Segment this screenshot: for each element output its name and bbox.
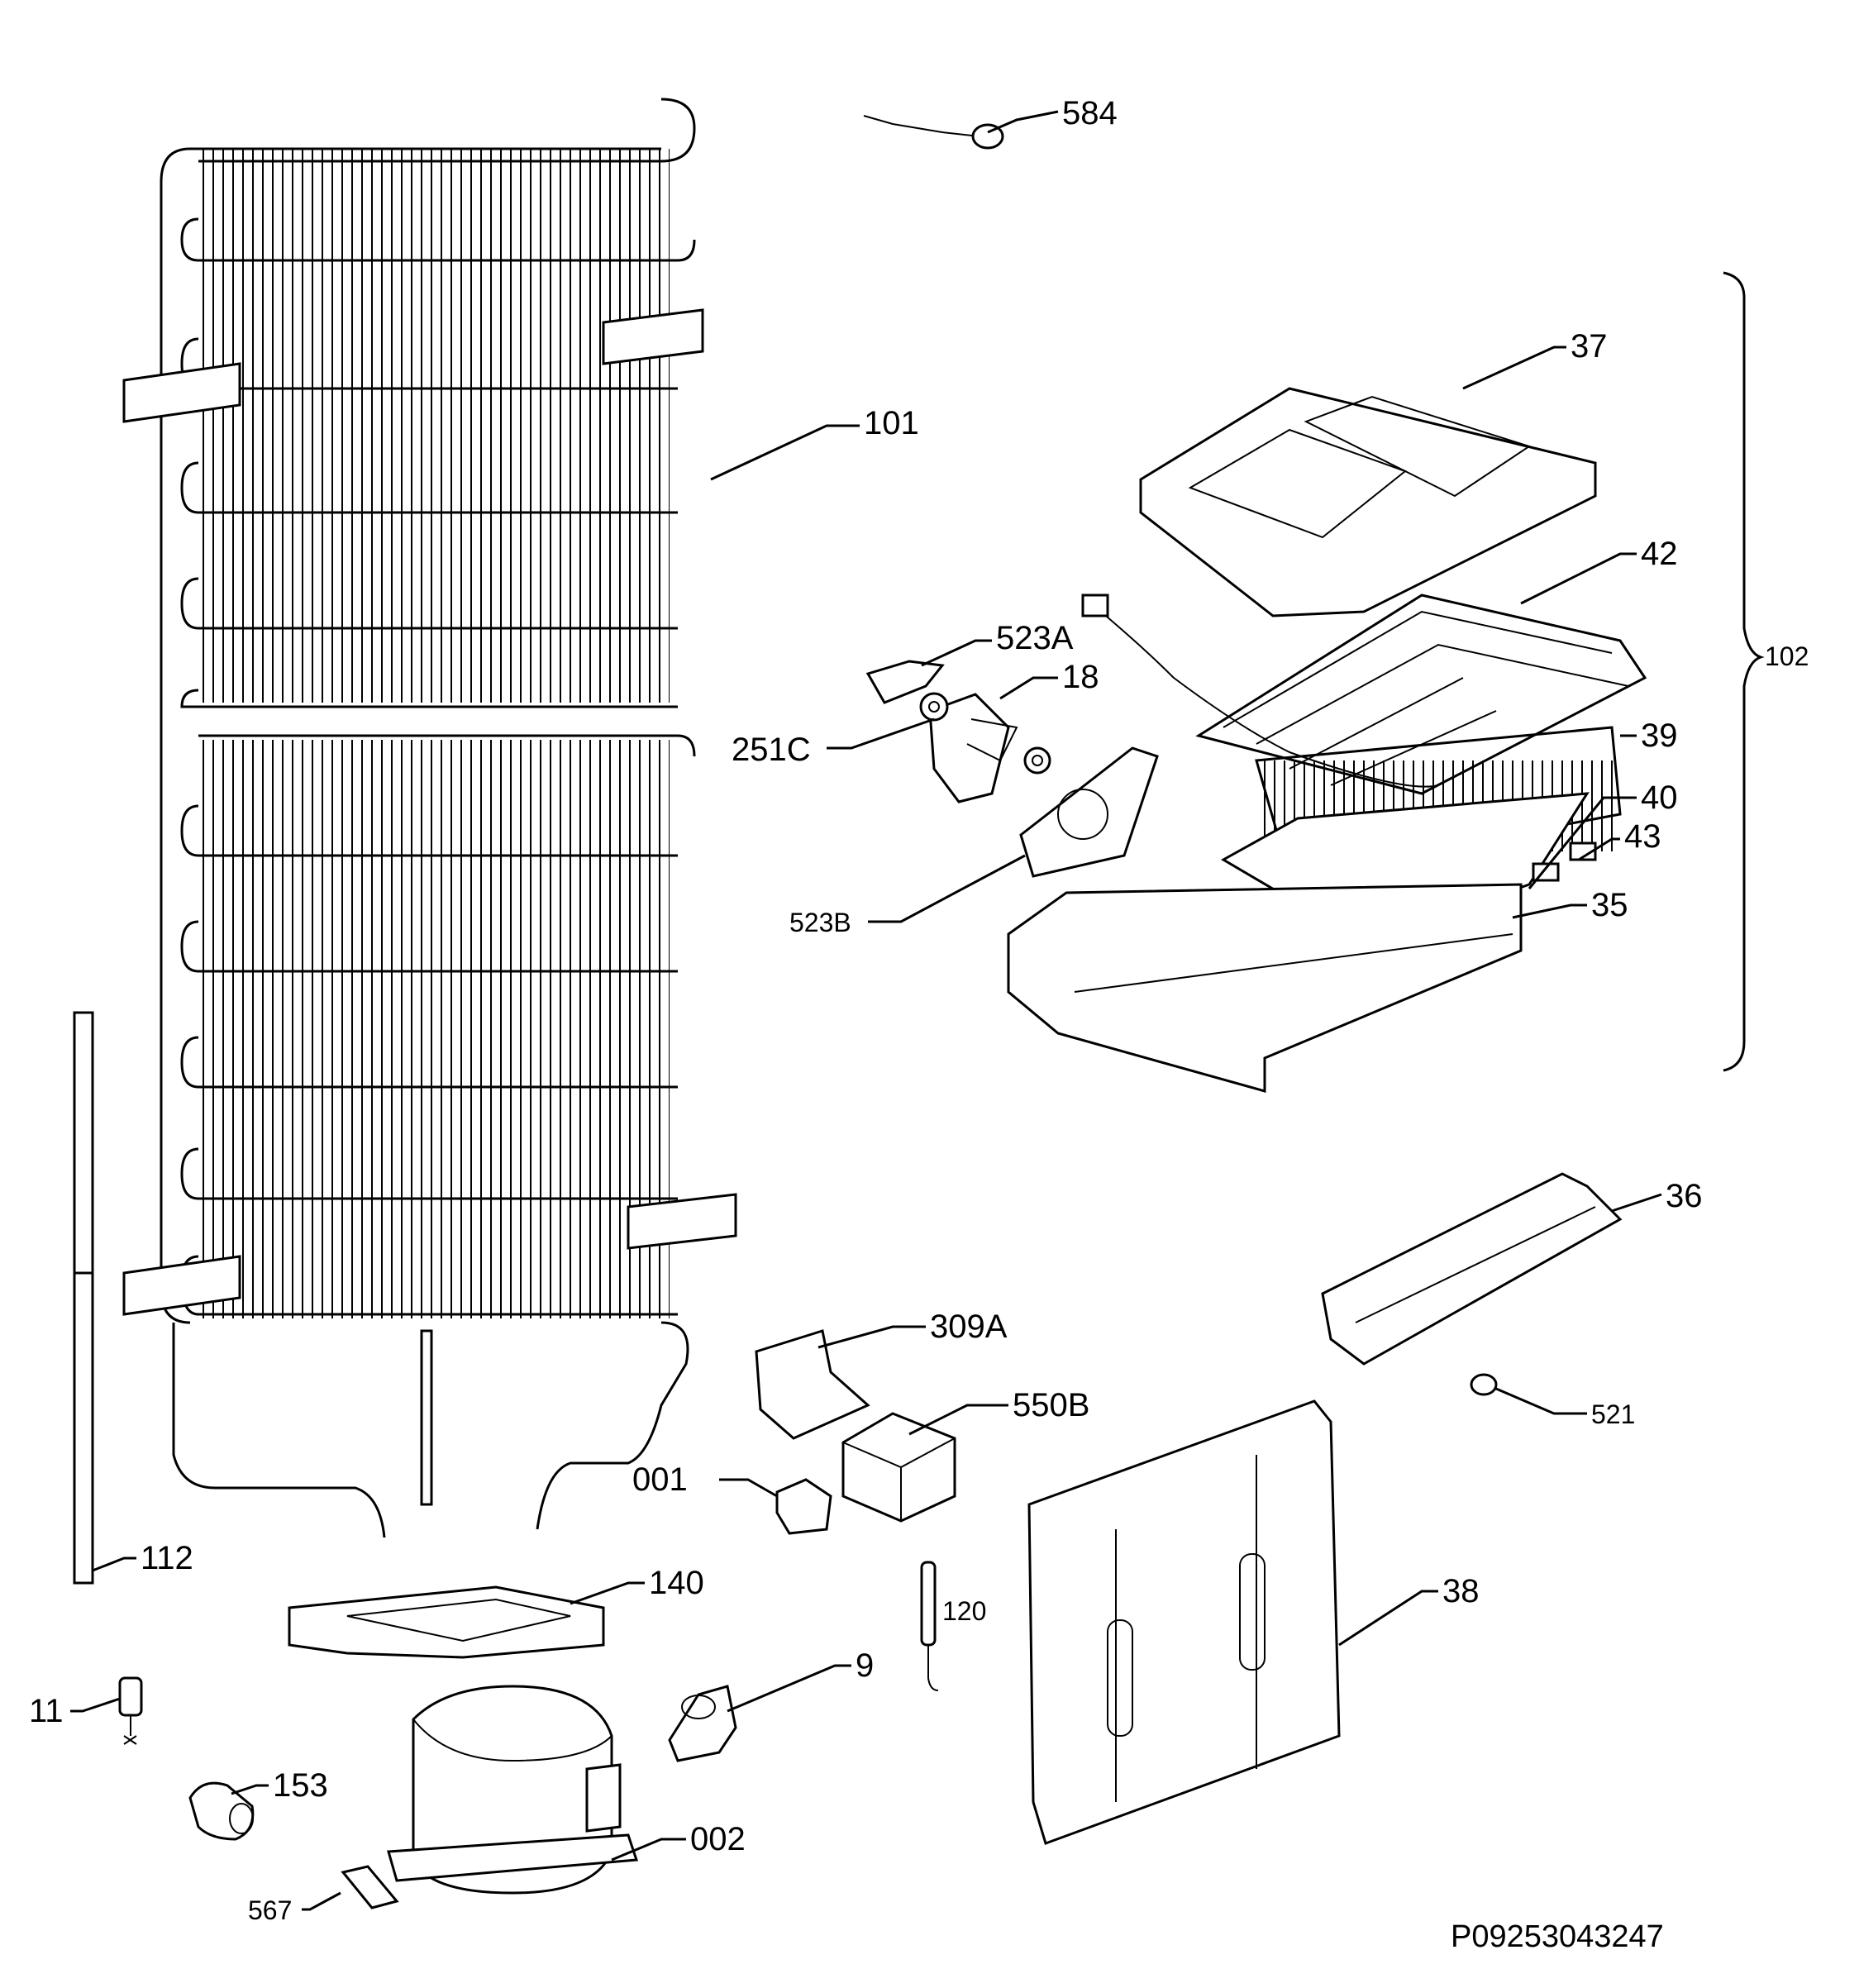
callout-35: 35 bbox=[1591, 887, 1628, 923]
callout-309a: 309A bbox=[930, 1309, 1008, 1345]
callout-43: 43 bbox=[1624, 818, 1661, 855]
callout-37: 37 bbox=[1571, 328, 1608, 365]
callout-002: 002 bbox=[690, 1821, 746, 1857]
shelf-support-36 bbox=[1321, 1172, 1623, 1366]
fan-cover-523b bbox=[1019, 746, 1159, 878]
box-550b bbox=[841, 1412, 956, 1523]
drawing-code: P09253043247 bbox=[1451, 1919, 1664, 1954]
callout-112: 112 bbox=[141, 1540, 193, 1576]
capillary-120 bbox=[920, 1561, 939, 1691]
starter-9 bbox=[668, 1685, 737, 1762]
callout-584: 584 bbox=[1062, 95, 1118, 131]
callout-251c: 251C bbox=[732, 732, 811, 768]
callout-523b: 523B bbox=[789, 908, 851, 937]
bushing-153 bbox=[188, 1781, 255, 1841]
relay-001 bbox=[775, 1478, 832, 1535]
callout-40: 40 bbox=[1641, 779, 1678, 816]
fan-motor-18 bbox=[928, 693, 1051, 803]
clip-567 bbox=[341, 1865, 399, 1909]
evaporator-assembly-102 bbox=[1007, 271, 1765, 1093]
callout-38: 38 bbox=[1442, 1573, 1480, 1609]
callout-550b: 550B bbox=[1013, 1387, 1089, 1423]
compressor-002 bbox=[387, 1685, 639, 1895]
callout-36: 36 bbox=[1666, 1178, 1703, 1214]
callout-521: 521 bbox=[1591, 1399, 1635, 1429]
callout-523a: 523A bbox=[996, 620, 1074, 656]
cover-309a bbox=[755, 1329, 870, 1440]
callout-140: 140 bbox=[649, 1565, 704, 1601]
callout-39: 39 bbox=[1641, 717, 1678, 754]
ring-521 bbox=[1470, 1373, 1498, 1396]
leader-lines bbox=[70, 110, 1662, 1911]
condenser-101 bbox=[122, 98, 737, 1538]
callout-9: 9 bbox=[856, 1647, 874, 1684]
compressor-base-140 bbox=[288, 1585, 605, 1659]
callout-120: 120 bbox=[942, 1596, 986, 1626]
bushing-251c bbox=[919, 692, 949, 722]
callout-42: 42 bbox=[1641, 536, 1678, 572]
callout-102: 102 bbox=[1765, 641, 1809, 671]
callout-153: 153 bbox=[273, 1767, 328, 1804]
grommet-11 bbox=[118, 1676, 143, 1745]
thermal-fuse-584 bbox=[863, 115, 1004, 150]
tube-112 bbox=[73, 1011, 94, 1585]
bracket-523a bbox=[865, 660, 945, 704]
callout-11: 11 bbox=[29, 1693, 64, 1729]
callout-18: 18 bbox=[1062, 659, 1099, 695]
callout-001: 001 bbox=[632, 1461, 688, 1498]
back-panel-38 bbox=[1027, 1399, 1341, 1845]
callout-101: 101 bbox=[864, 405, 919, 441]
callout-labels: 584 101 37 42 523A 18 251C 102 39 40 43 … bbox=[29, 95, 1809, 1925]
callout-567: 567 bbox=[248, 1895, 292, 1925]
